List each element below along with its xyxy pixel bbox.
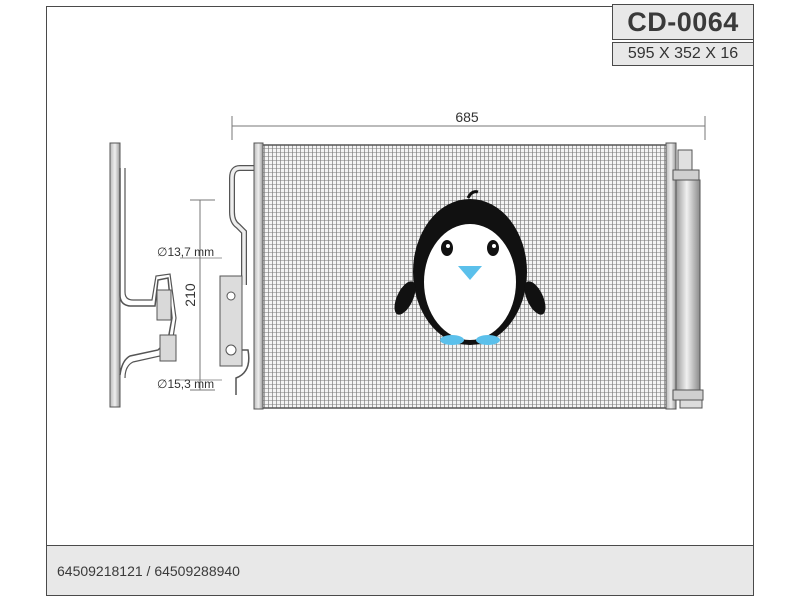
right-tank [665,142,677,410]
oem-numbers: 64509218121 / 64509288940 [46,545,754,596]
side-view [109,142,177,408]
height-label: 210 [182,283,198,307]
width-label: 685 [455,109,479,125]
part-dimensions: 595 X 352 X 16 [612,42,754,66]
part-code: CD-0064 [612,4,754,40]
inlet-outlet-pipes [219,165,255,395]
left-tank [253,142,264,410]
diameter-lower-label: ∅15,3 mm [157,377,214,391]
height-dimension [180,199,222,391]
receiver-drier [672,149,704,409]
diameter-upper-label: ∅13,7 mm [157,245,214,259]
width-dimension [231,116,706,140]
penguin-icon [394,190,546,345]
